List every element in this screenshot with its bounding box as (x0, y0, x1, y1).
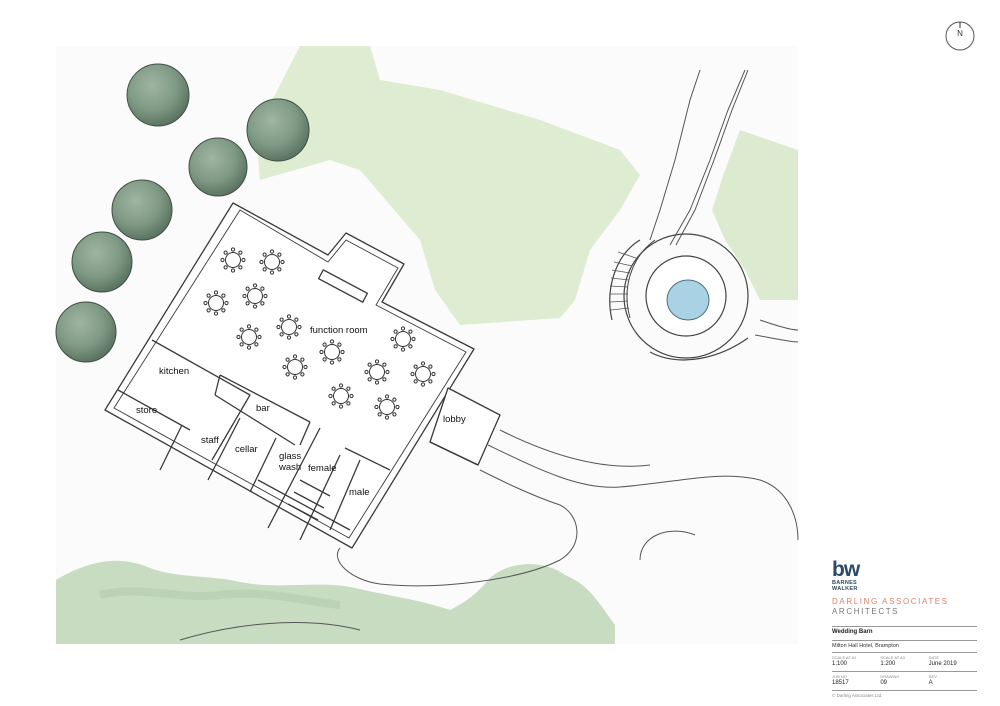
tb-key: SCALE AT A1 (832, 655, 857, 660)
north-arrow: N (944, 20, 976, 52)
label-male: male (349, 487, 370, 498)
tb-value: 1:200 (880, 661, 896, 667)
title-block: bw BARNES WALKER DARLING ASSOCIATES ARCH… (832, 558, 977, 698)
label-wash: wash (278, 462, 301, 473)
label-cellar: cellar (235, 444, 258, 455)
tree-row (55, 63, 310, 363)
tb-value: 09 (880, 680, 888, 686)
practice-name: DARLING ASSOCIATES (832, 597, 949, 606)
label-staff: staff (201, 435, 219, 446)
roundabout (609, 233, 749, 361)
tb-value: June 2019 (928, 661, 957, 667)
label-female: female (308, 463, 337, 474)
drive-lines (179, 69, 799, 641)
label-lobby: lobby (443, 414, 466, 425)
practice-type: ARCHITECTS (832, 607, 900, 616)
logo-line-1: BARNES (832, 580, 858, 586)
logo-mark: bw (832, 558, 860, 581)
pond (666, 279, 710, 321)
tb-key: REV (928, 674, 937, 679)
tb-key: SCALE AT A3 (880, 655, 905, 660)
building-outline (104, 202, 501, 549)
project-title: Wedding Barn (832, 626, 977, 640)
tb-value: 18517 (832, 680, 849, 686)
label-function-room: function room (310, 325, 368, 336)
label-glass: glass (279, 451, 301, 462)
copyright: © Darling Associates Ltd. (832, 690, 977, 698)
room-labels: function room kitchen bar store staff ce… (136, 325, 466, 498)
compass-icon (945, 21, 975, 51)
compass-letter: N (957, 29, 963, 38)
label-store: store (136, 405, 157, 416)
tb-key: JOB NO (832, 674, 847, 679)
label-bar: bar (256, 403, 270, 414)
lawn-north (255, 46, 640, 325)
tb-value: A (928, 680, 933, 686)
client-name: Milton Hall Hotel, Brampton (832, 640, 977, 652)
logo-line-2: WALKER (832, 586, 858, 592)
lawn-east (712, 130, 798, 300)
label-kitchen: kitchen (159, 366, 189, 377)
tb-key: DATE (928, 655, 940, 660)
tb-value: 1:100 (832, 661, 848, 667)
tb-key: DRAWING (880, 674, 900, 679)
